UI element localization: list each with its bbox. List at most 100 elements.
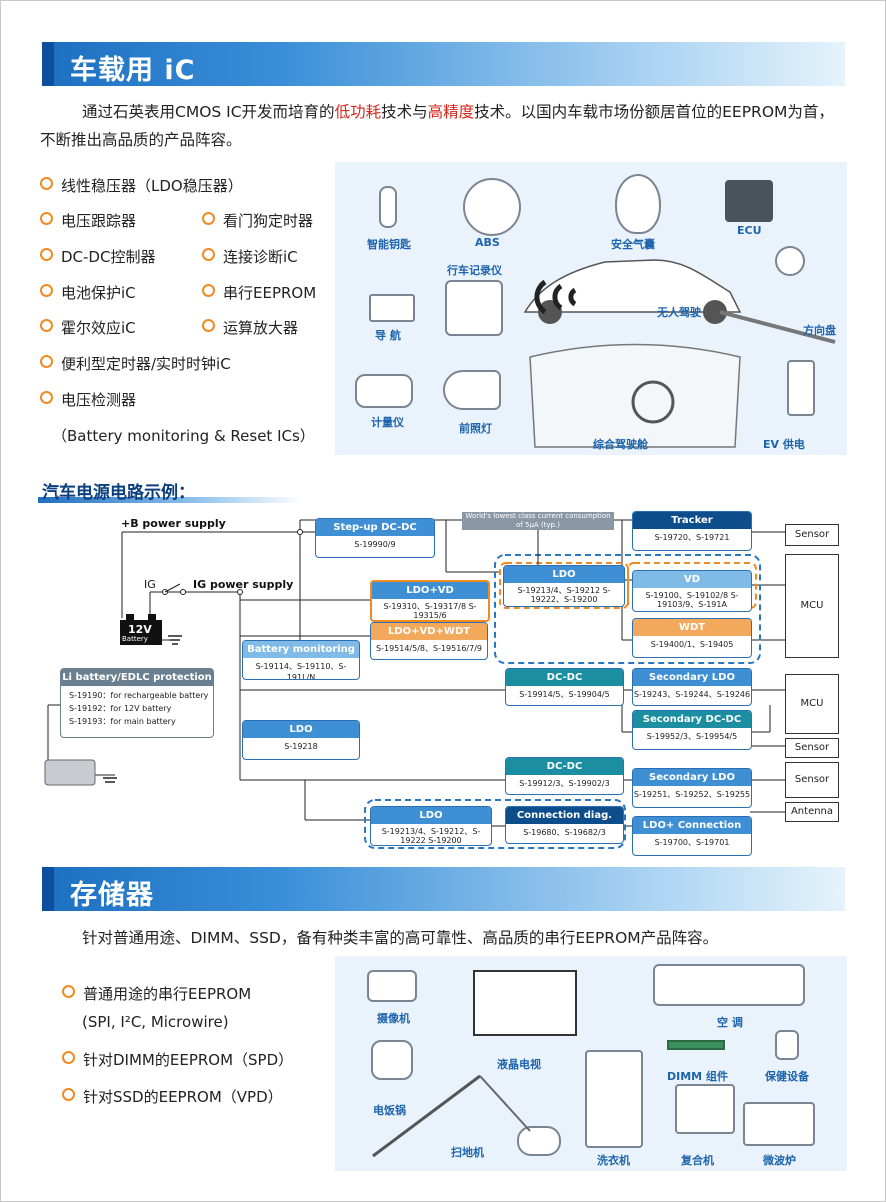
mcu-output: MCU — [785, 674, 839, 734]
bullet-icon — [40, 212, 53, 225]
app-label: 无人驾驶 — [657, 306, 701, 319]
app-label: 导 航 — [375, 329, 401, 342]
app-label: EV 供电 — [763, 438, 805, 451]
banner-accent-bar — [42, 867, 54, 911]
product-item: 电压跟踪器 — [40, 210, 136, 231]
app-label: 复合机 — [681, 1154, 714, 1167]
app-label: 前照灯 — [459, 422, 492, 435]
b-power-label: +B power supply — [121, 517, 226, 530]
app-label: 智能钥匙 — [367, 238, 411, 251]
app-label: 综合驾驶舱 — [593, 438, 648, 451]
memory-product-item: 针对DIMM的EEPROM（SPD） — [62, 1049, 293, 1070]
meter-icon — [355, 374, 413, 408]
intro-highlight-precision: 高精度 — [427, 103, 475, 121]
bullet-icon — [40, 391, 53, 404]
battery-voltage: 12V — [128, 623, 152, 636]
app-label: 保健设备 — [765, 1070, 809, 1083]
bullet-icon — [62, 985, 75, 998]
car-illustration — [523, 259, 836, 448]
memory-product-sub: (SPI, I²C, Microwire) — [82, 1013, 229, 1031]
app-label: 方向盘 — [803, 324, 836, 337]
smart-key-icon — [379, 186, 397, 228]
product-item: 运算放大器 — [202, 317, 298, 338]
app-label: ABS — [475, 236, 500, 249]
circuit-title-underline — [38, 497, 303, 503]
microwave-icon — [743, 1102, 815, 1146]
dashcam-icon — [445, 280, 503, 336]
navigation-icon — [369, 294, 415, 322]
app-label: 洗衣机 — [597, 1154, 630, 1167]
product-item: 电池保护iC — [40, 282, 136, 303]
product-item: 线性稳压器（LDO稳压器） — [40, 175, 243, 196]
bullet-icon — [202, 284, 215, 297]
app-label: 摄像机 — [377, 1012, 410, 1025]
automotive-intro: 通过石英表用CMOS IC开发而培育的低功耗技术与高精度技术。以国内车载市场份额… — [40, 98, 845, 154]
app-label: 空 调 — [717, 1016, 743, 1029]
ev-charger-icon — [787, 360, 815, 416]
connection-diag-box: Connection diag.S-19680、S-19682/3 — [505, 806, 624, 844]
bullet-icon — [40, 319, 53, 332]
memory-intro: 针对普通用途、DIMM、SSD，备有种类丰富的高可靠性、高品质的串行EEPROM… — [82, 929, 719, 947]
antenna-output: Antenna — [785, 802, 839, 822]
mcu-output: MCU — [785, 554, 839, 658]
sensor-output: Sensor — [785, 524, 839, 546]
app-label: 安全气囊 — [611, 238, 655, 251]
intro-part-2: 技术与 — [381, 103, 428, 121]
ig-label: IG — [144, 578, 156, 591]
intro-part-3: 技术。以国内车载市场份额居首位的EEPROM为首，不断推出高品质的产品阵容。 — [40, 103, 834, 149]
washing-machine-icon — [585, 1050, 643, 1148]
app-label: 计量仪 — [371, 416, 404, 429]
app-label: 电饭锅 — [373, 1104, 406, 1117]
ldo-connection-diag-box: LDO+ Connection diag.S-19700、S-19701 — [632, 816, 752, 856]
vacuum-handle — [372, 1074, 531, 1158]
circuit-title: 汽车电源电路示例： — [42, 483, 195, 503]
product-item: 看门狗定时器 — [202, 210, 313, 231]
steering-wheel-icon — [775, 246, 805, 276]
bullet-icon — [202, 248, 215, 261]
memory-product-item: 针对SSD的EEPROM（VPD） — [62, 1086, 283, 1107]
memory-applications-panel: 摄像机 液晶电视 空 调 DIMM 组件 保健设备 电饭锅 扫地机 洗衣机 复合… — [335, 956, 847, 1171]
section-banner-automotive: 车载用 iC — [42, 42, 845, 86]
banner-accent-bar — [42, 42, 54, 86]
battery-label: Battery — [122, 635, 148, 643]
product-item: 便利型定时器/实时时钟iC — [40, 353, 231, 374]
product-item: 霍尔效应iC — [40, 317, 136, 338]
memory-product-item: 普通用途的串行EEPROM — [62, 983, 251, 1004]
headlight-icon — [443, 370, 501, 410]
sensor-output: Sensor — [785, 762, 839, 798]
lcd-tv-icon — [473, 970, 577, 1036]
low-current-note: World's lowest class current consumption… — [462, 512, 614, 530]
intro-part-1: 通过石英表用CMOS IC开发而培育的 — [82, 103, 335, 121]
camcorder-icon — [367, 970, 417, 1002]
app-label: 液晶电视 — [497, 1058, 541, 1071]
dimm-module-icon — [667, 1040, 725, 1050]
automotive-applications-panel: 智能钥匙 ABS 安全气囊 ECU 行车记录仪 导 航 无人驾驶 方向盘 计量仪… — [335, 162, 847, 455]
multifunction-printer-icon — [675, 1084, 735, 1134]
product-item: 连接诊断iC — [202, 246, 298, 267]
app-label: 微波炉 — [763, 1154, 796, 1167]
bullet-icon — [62, 1088, 75, 1101]
section-title-automotive: 车载用 iC — [70, 55, 196, 86]
air-conditioner-icon — [653, 964, 805, 1006]
app-label: 扫地机 — [451, 1146, 484, 1159]
app-label: DIMM 组件 — [667, 1070, 728, 1083]
bullet-icon — [40, 284, 53, 297]
app-label: ECU — [737, 224, 762, 237]
section-banner-memory: 存储器 — [42, 867, 845, 911]
product-item: DC-DC控制器 — [40, 246, 155, 267]
abs-disc-icon — [463, 178, 521, 236]
bullet-icon — [40, 355, 53, 368]
app-label: 行车记录仪 — [447, 264, 502, 277]
health-device-icon — [775, 1030, 799, 1060]
